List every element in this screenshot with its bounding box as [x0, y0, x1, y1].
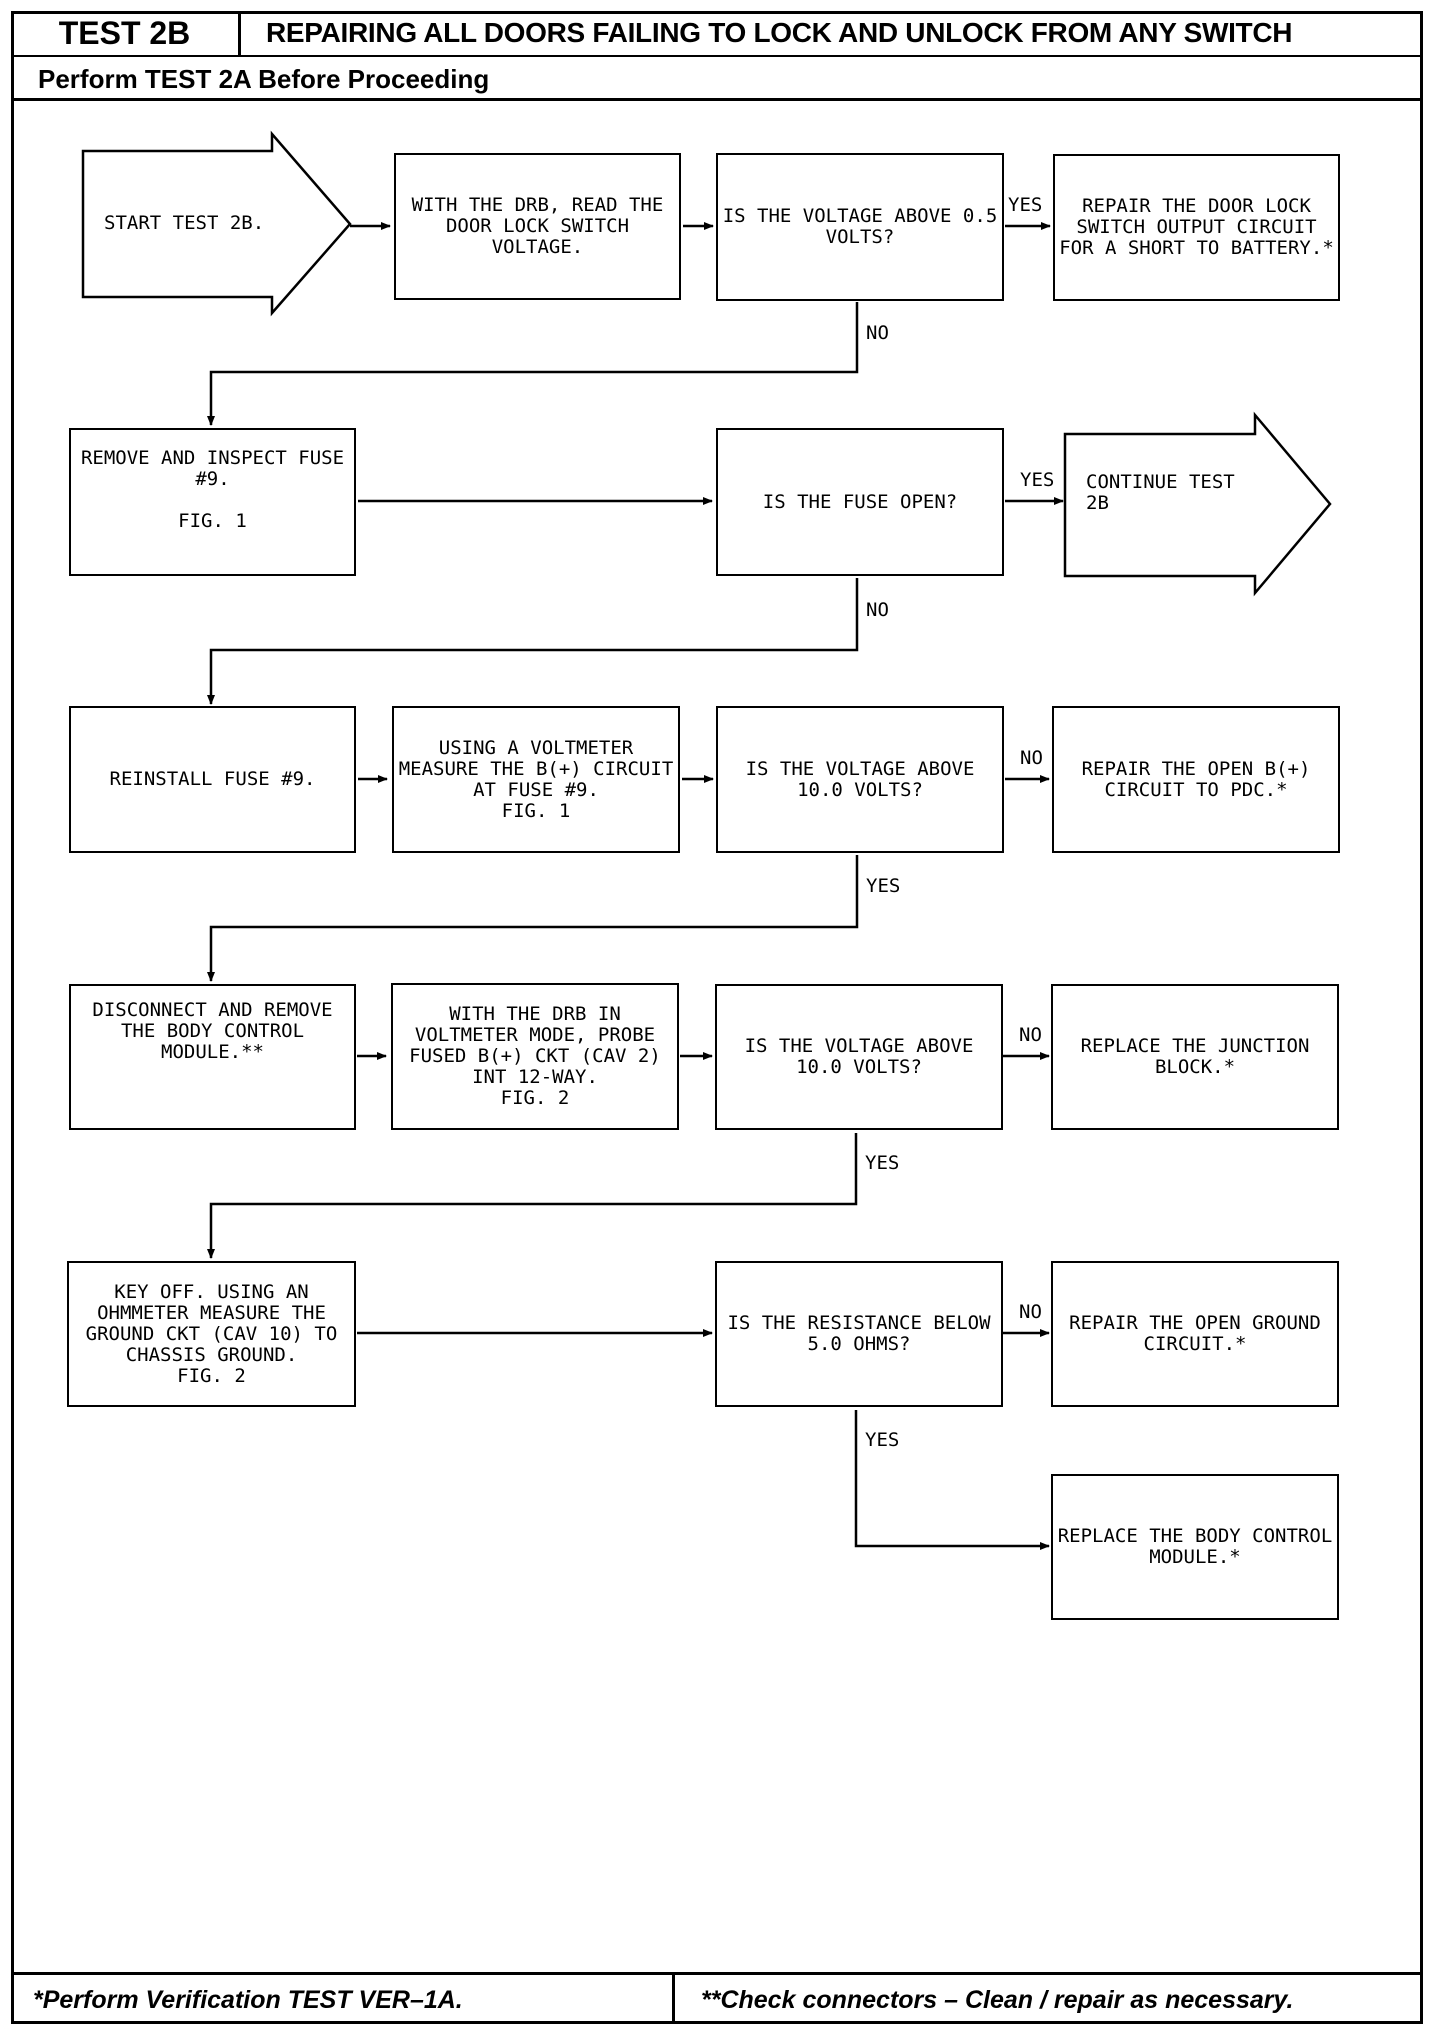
read-voltage-text: WITH THE DRB, READ THE DOOR LOCK SWITCH … [411, 194, 664, 258]
key-off-fig: FIG. 2 [177, 1364, 246, 1387]
resistance-text: IS THE RESISTANCE BELOW 5.0 OHMS? [727, 1312, 991, 1355]
repair-short-text: REPAIR THE DOOR LOCK SWITCH OUTPUT CIRCU… [1059, 195, 1334, 259]
repair-ground-text: REPAIR THE OPEN GROUND CIRCUIT.* [1069, 1312, 1321, 1355]
no-label: NO [1019, 1301, 1042, 1323]
prerequisite-note: Perform TEST 2A Before Proceeding [38, 64, 490, 94]
read-voltage-box: WITH THE DRB, READ THE DOOR LOCK SWITCH … [394, 153, 681, 300]
footer-divider [672, 1975, 675, 2024]
start-arrow-shape [81, 130, 352, 317]
no-label: NO [1020, 747, 1043, 769]
continue-test-label: CONTINUE TEST 2B [1086, 471, 1235, 514]
no-label: NO [866, 322, 889, 344]
replace-junction-text: REPLACE THE JUNCTION BLOCK.* [1080, 1035, 1310, 1078]
start-test-label: START TEST 2B. [104, 212, 265, 234]
repair-ground-box: REPAIR THE OPEN GROUND CIRCUIT.* [1051, 1261, 1339, 1407]
voltage-above-10-decision-b: IS THE VOLTAGE ABOVE 10.0 VOLTS? [715, 984, 1003, 1130]
page-title: REPAIRING ALL DOORS FAILING TO LOCK AND … [266, 17, 1293, 48]
disconnect-bcm-text: DISCONNECT AND REMOVE THE BODY CONTROL M… [92, 999, 333, 1063]
voltage-above-10-text-b: IS THE VOLTAGE ABOVE 10.0 VOLTS? [744, 1035, 974, 1078]
footer-connectors-note: **Check connectors – Clean / repair as n… [701, 1986, 1294, 2014]
repair-open-bplus-box: REPAIR THE OPEN B(+) CIRCUIT TO PDC.* [1052, 706, 1340, 853]
reinstall-fuse-box: REINSTALL FUSE #9. [69, 706, 356, 853]
remove-fuse-fig: FIG. 1 [178, 510, 247, 532]
yes-label: YES [866, 875, 901, 897]
footer: *Perform Verification TEST VER–1A. **Che… [11, 1972, 1423, 2024]
yes-label: YES [865, 1429, 900, 1451]
repair-open-bplus-text: REPAIR THE OPEN B(+) CIRCUIT TO PDC.* [1081, 757, 1311, 801]
key-off-box: KEY OFF. USING AN OHMMETER MEASURE THE G… [67, 1261, 356, 1407]
voltage-above-05-decision: IS THE VOLTAGE ABOVE 0.5 VOLTS? [716, 153, 1004, 301]
header: TEST 2B REPAIRING ALL DOORS FAILING TO L… [11, 11, 1423, 57]
voltage-above-05-text: IS THE VOLTAGE ABOVE 0.5 VOLTS? [722, 205, 998, 248]
subheader: Perform TEST 2A Before Proceeding [11, 57, 1423, 101]
probe-fused-text: WITH THE DRB IN VOLTMETER MODE, PROBE FU… [409, 1003, 661, 1088]
test-id: TEST 2B [11, 11, 241, 55]
reinstall-fuse-text: REINSTALL FUSE #9. [109, 768, 316, 790]
fuse-open-decision: IS THE FUSE OPEN? [716, 428, 1004, 576]
no-label: NO [1019, 1024, 1042, 1046]
replace-junction-box: REPLACE THE JUNCTION BLOCK.* [1051, 984, 1339, 1130]
measure-bplus-box: USING A VOLTMETER MEASURE THE B(+) CIRCU… [392, 706, 680, 853]
replace-bcm-text: REPLACE THE BODY CONTROL MODULE.* [1057, 1525, 1333, 1568]
footer-verification-note: *Perform Verification TEST VER–1A. [33, 1986, 463, 2014]
resistance-decision: IS THE RESISTANCE BELOW 5.0 OHMS? [715, 1261, 1003, 1407]
yes-label: YES [1008, 194, 1043, 216]
probe-fused-box: WITH THE DRB IN VOLTMETER MODE, PROBE FU… [391, 983, 679, 1130]
yes-label: YES [1020, 469, 1055, 491]
disconnect-bcm-box: DISCONNECT AND REMOVE THE BODY CONTROL M… [69, 984, 356, 1130]
page-frame [11, 11, 1423, 2024]
measure-bplus-fig: FIG. 1 [501, 799, 571, 822]
voltage-above-10-decision-a: IS THE VOLTAGE ABOVE 10.0 VOLTS? [716, 706, 1004, 853]
fuse-open-text: IS THE FUSE OPEN? [762, 490, 958, 513]
voltage-above-10-text-a: IS THE VOLTAGE ABOVE 10.0 VOLTS? [745, 757, 975, 801]
remove-fuse-text: REMOVE AND INSPECT FUSE #9. [80, 447, 345, 490]
repair-short-box: REPAIR THE DOOR LOCK SWITCH OUTPUT CIRCU… [1053, 154, 1340, 301]
remove-fuse-box: REMOVE AND INSPECT FUSE #9. FIG. 1 [69, 428, 356, 576]
key-off-text: KEY OFF. USING AN OHMMETER MEASURE THE G… [85, 1280, 338, 1366]
no-label: NO [866, 599, 889, 621]
probe-fused-fig: FIG. 2 [500, 1087, 570, 1109]
continue-arrow-shape [1063, 411, 1332, 597]
replace-bcm-box: REPLACE THE BODY CONTROL MODULE.* [1051, 1474, 1339, 1620]
measure-bplus-text: USING A VOLTMETER MEASURE THE B(+) CIRCU… [398, 736, 674, 801]
yes-label: YES [865, 1152, 900, 1174]
